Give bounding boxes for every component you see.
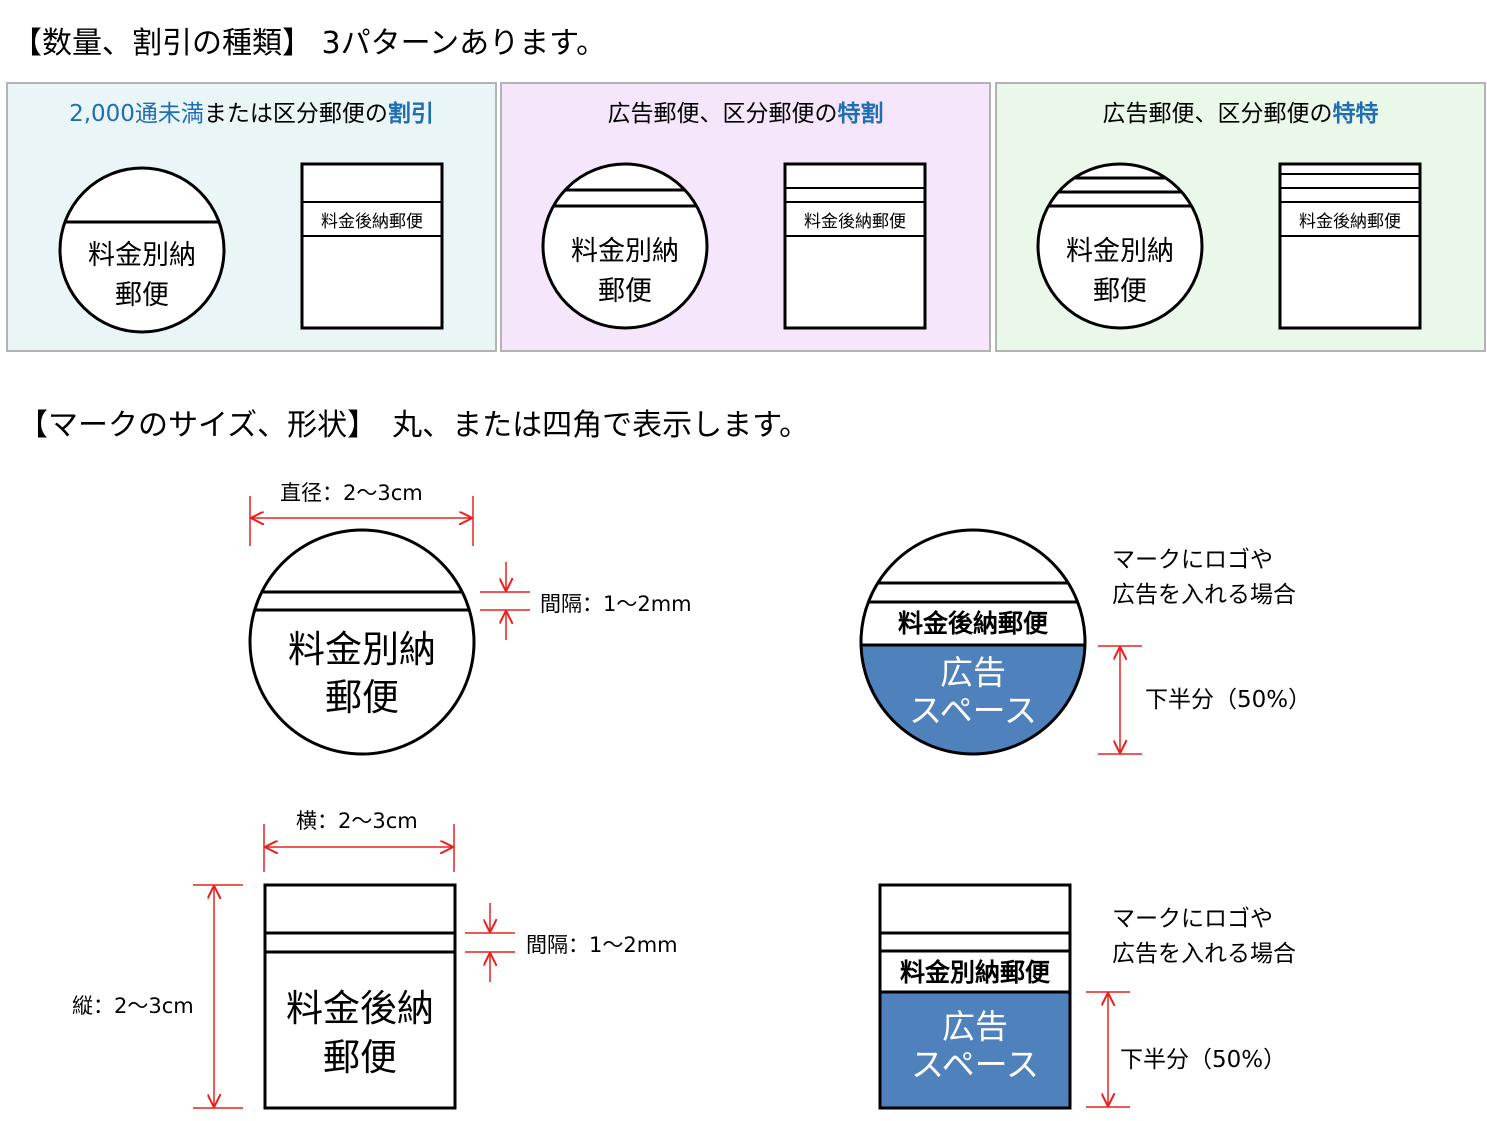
width-dimension [263,824,455,872]
ad-rect-note-1: マークにロゴや [1112,906,1273,932]
round-mark-large: 料金別納 郵便 [248,528,476,756]
panel-marks: 料金別納 郵便 料金後納郵便 [1036,162,1422,330]
discount-panel: 2,000通未満または区分郵便の割引 料金別納 郵便 料金後納郵便 [6,82,497,352]
panel-title-type: 割引 [387,101,434,127]
circle-gap-dimension [480,562,530,640]
panel-title-text: 広告郵便、区分郵便の [607,101,838,127]
types-heading: 【数量、割引の種類】 3パターンあります。 [12,26,607,61]
diameter-label: 直径：2〜3cm [280,481,423,505]
diameter-dimension [249,496,474,546]
ad-round-mark: 料金後納郵便 広告 スペース [859,528,1087,756]
ad-space-area [880,992,1070,1108]
round-mark [58,166,226,334]
circle-gap-label: 間隔：1〜2mm [540,592,692,616]
height-label: 縦：2〜3cm [72,994,194,1018]
panel-title-count: 2,000通未満 [69,101,204,127]
square-mark [1278,162,1422,330]
ad-space-label-1: 広告 [940,653,1006,692]
panel-title-text: 広告郵便、区分郵便の [1102,101,1333,127]
square-mark-label: 料金後納郵便 [321,212,423,232]
square-mark-label: 料金後納郵便 [804,212,906,232]
ad-circle-half-label: 下半分（50%） [1145,687,1312,713]
ad-circle-half-dimension [1098,645,1142,755]
height-dimension [193,884,243,1109]
shape-heading: 【マークのサイズ、形状】 丸、または四角で表示します。 [18,408,810,443]
round-mark-label-2: 郵便 [1093,276,1147,307]
panel-title: 2,000通未満または区分郵便の割引 [8,94,495,128]
round-mark-label-1: 料金別納 [88,240,196,271]
round-mark-label-2: 郵便 [115,280,169,311]
ad-circle-note-1: マークにロゴや [1112,547,1273,573]
panel-marks: 料金別納 郵便 料金後納郵便 [541,162,927,330]
panel-title: 広告郵便、区分郵便の特割 [502,94,989,128]
ad-space-label-1: 広告 [942,1007,1008,1046]
square-mark [783,162,927,330]
panel-marks: 料金別納 郵便 料金後納郵便 [58,162,444,334]
square-mark-large-label-2: 郵便 [323,1036,397,1079]
ad-rect-half-label: 下半分（50%） [1120,1047,1287,1073]
round-mark-label-1: 料金別納 [571,236,679,267]
extra-special-panel: 広告郵便、区分郵便の特特 料金別納 郵便 料金後納郵便 [995,82,1486,352]
ad-rect-half-dimension [1086,991,1130,1108]
square-mark-large: 料金後納 郵便 [263,883,457,1110]
square-mark-label: 料金後納郵便 [1299,212,1401,232]
ad-square-mark-label: 料金別納郵便 [900,958,1051,987]
panel-title-text: または区分郵便の [203,101,388,127]
ad-round-mark-label: 料金後納郵便 [898,609,1049,638]
round-mark-large-label-1: 料金別納 [288,628,436,671]
round-mark-large-label-2: 郵便 [325,676,399,719]
panel-title-type: 特特 [1332,101,1379,127]
ad-space-label-2: スペース [909,691,1037,730]
ad-circle-note-2: 広告を入れる場合 [1112,582,1296,608]
ad-square-mark: 料金別納郵便 広告 スペース [878,883,1072,1110]
rect-gap-dimension [465,903,515,982]
round-mark-label-1: 料金別納 [1066,236,1174,267]
width-label: 横：2〜3cm [296,809,418,833]
rect-gap-label: 間隔：1〜2mm [526,933,678,957]
special-discount-panel: 広告郵便、区分郵便の特割 料金別納 郵便 料金後納郵便 [500,82,991,352]
panel-title: 広告郵便、区分郵便の特特 [997,94,1484,128]
square-mark [300,162,444,330]
ad-space-label-2: スペース [911,1045,1039,1084]
square-mark-large-label-1: 料金後納 [286,987,434,1030]
round-mark-label-2: 郵便 [598,276,652,307]
panel-title-type: 特割 [837,101,884,127]
ad-rect-note-2: 広告を入れる場合 [1112,941,1296,967]
